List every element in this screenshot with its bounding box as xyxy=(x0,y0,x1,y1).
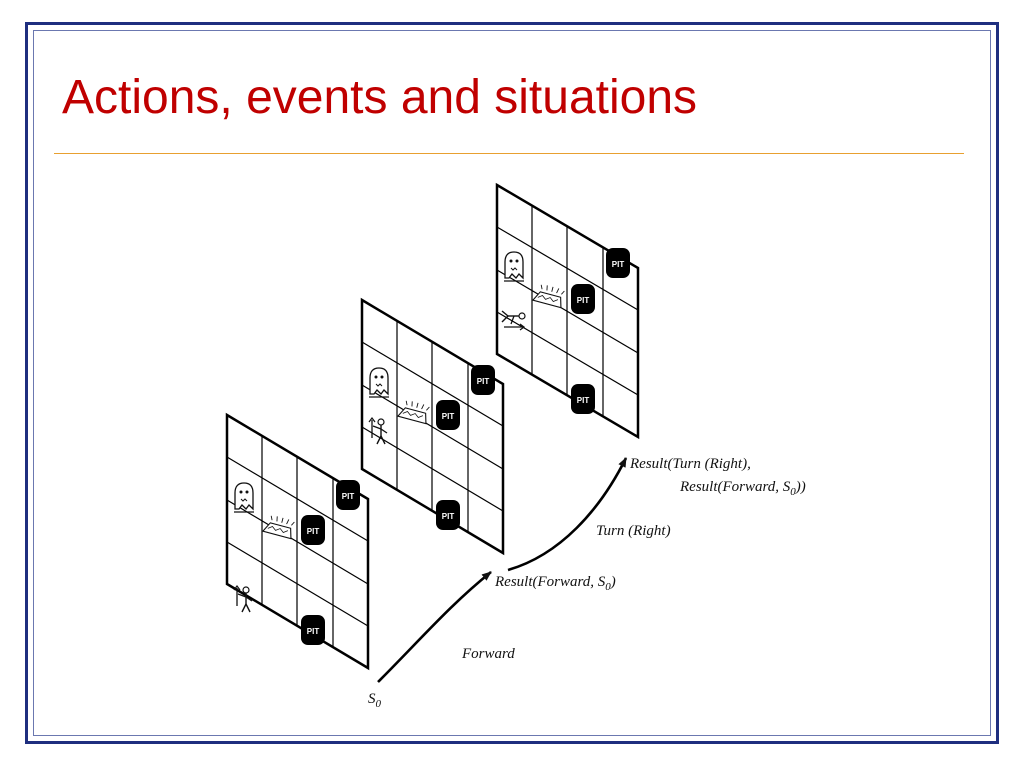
board-forward: PIT PIT PIT xyxy=(360,297,505,556)
title-divider xyxy=(54,153,964,154)
slide-frame-outer xyxy=(25,22,999,744)
pit-icon: PIT xyxy=(471,365,495,395)
label-result-turn-line1: Result(Turn (Right), xyxy=(629,456,751,472)
pit-icon: PIT xyxy=(436,400,460,430)
label-result-forward: Result(Forward, S0) xyxy=(494,574,616,593)
slide-frame-inner xyxy=(33,30,991,736)
board-s0: PIT PIT PIT xyxy=(225,412,370,671)
label-result-turn-line2: Result(Forward, S0)) xyxy=(679,479,806,498)
slide-title: Actions, events and situations xyxy=(62,71,698,124)
forward-arrow xyxy=(377,570,492,683)
pit-icon: PIT xyxy=(436,500,460,530)
svg-text:PIT: PIT xyxy=(307,527,320,536)
svg-text:PIT: PIT xyxy=(307,627,320,636)
svg-text:PIT: PIT xyxy=(342,492,355,501)
pit-icon: PIT xyxy=(606,248,630,278)
svg-text:PIT: PIT xyxy=(477,377,490,386)
board-turn-right: PIT PIT PIT xyxy=(495,182,640,440)
wumpus-icon xyxy=(233,482,255,513)
svg-text:PIT: PIT xyxy=(577,396,590,405)
pit-icon: PIT xyxy=(571,384,595,414)
svg-text:PIT: PIT xyxy=(612,260,625,269)
svg-text:PIT: PIT xyxy=(442,512,455,521)
label-s0: S0 xyxy=(368,691,382,710)
svg-text:PIT: PIT xyxy=(442,412,455,421)
pit-icon: PIT xyxy=(336,480,360,510)
svg-text:PIT: PIT xyxy=(577,296,590,305)
wumpus-icon xyxy=(503,251,525,282)
pit-icon: PIT xyxy=(571,284,595,314)
label-forward: Forward xyxy=(461,646,515,662)
pit-icon: PIT xyxy=(301,615,325,645)
wumpus-icon xyxy=(368,367,390,398)
agent-icon xyxy=(233,585,253,613)
turn-right-arrow xyxy=(507,457,628,572)
pit-icon: PIT xyxy=(301,515,325,545)
label-turn-right: Turn (Right) xyxy=(596,523,671,539)
